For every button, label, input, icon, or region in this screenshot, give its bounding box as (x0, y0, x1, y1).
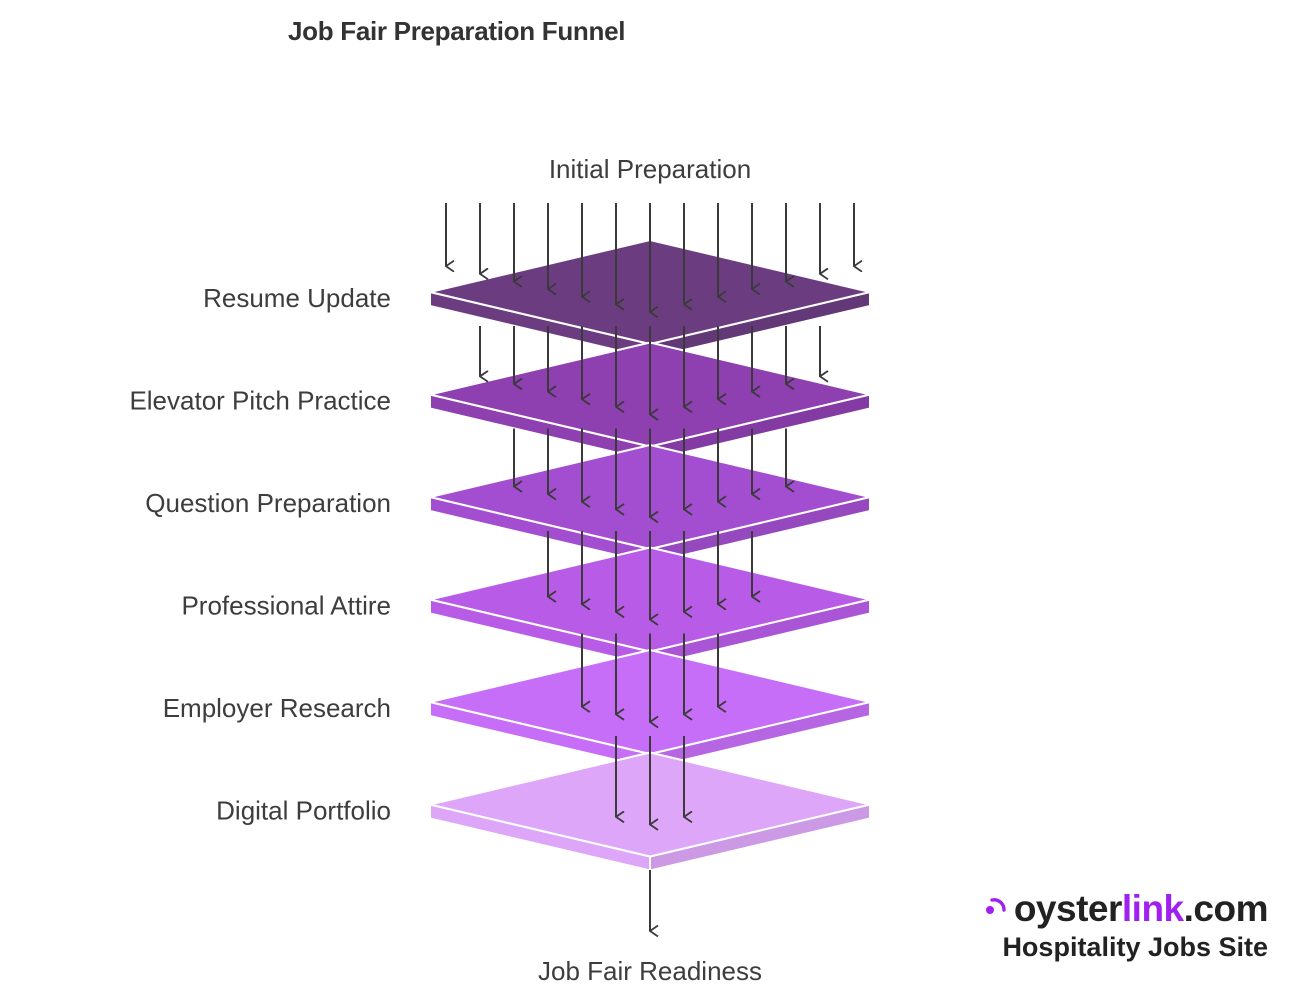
page-title: Job Fair Preparation Funnel (288, 16, 626, 46)
brand-mark-icon (985, 898, 1006, 914)
job-fair-readiness-label: Job Fair Readiness (538, 956, 762, 986)
brand-name-accent: link (1121, 888, 1184, 929)
brand-tagline: Hospitality Jobs Site (1002, 932, 1268, 962)
layer-label: Employer Research (163, 693, 391, 723)
layer-label: Elevator Pitch Practice (129, 386, 391, 416)
layer-label: Question Preparation (145, 488, 391, 518)
brand-name-main: oyster (1013, 888, 1123, 929)
brand-name-suffix: .com (1183, 888, 1269, 929)
layer-label: Digital Portfolio (216, 796, 391, 826)
initial-preparation-label: Initial Preparation (549, 154, 751, 184)
layer-label: Resume Update (203, 283, 391, 313)
layer-label: Professional Attire (181, 591, 391, 621)
flow-arrows (445, 203, 854, 825)
